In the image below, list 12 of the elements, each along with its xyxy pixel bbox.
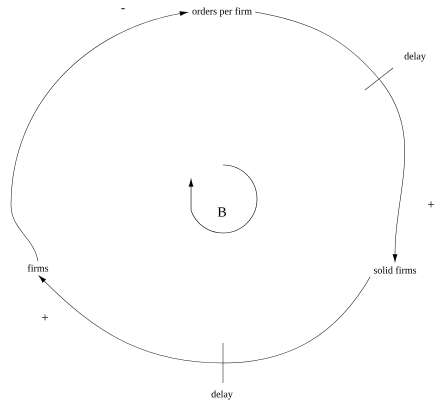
arrow <box>10 11 188 262</box>
loop-label: B <box>218 207 226 217</box>
arrow <box>38 276 371 364</box>
variable-label: firms <box>24 261 52 275</box>
polarity-sign: + <box>42 314 48 320</box>
polarity-sign: - <box>121 8 125 10</box>
edge-label: delay <box>404 52 426 62</box>
arrow <box>254 12 405 262</box>
polarity-sign: + <box>428 201 434 208</box>
variable-label: orders per firm <box>189 4 255 20</box>
edge-label: delay <box>212 390 233 400</box>
variable-label: solid firms <box>370 263 420 277</box>
